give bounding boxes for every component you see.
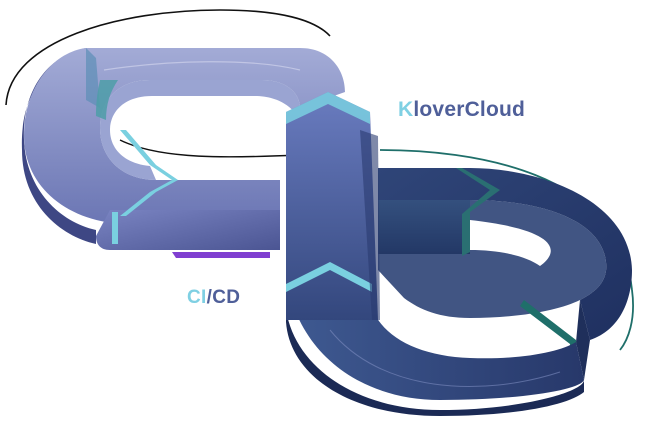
center-column (286, 92, 378, 320)
left-loop-inner (100, 80, 300, 180)
left-lower-accent (112, 212, 118, 244)
brand-label-prefix: K (398, 98, 414, 121)
right-loop-top (378, 168, 632, 340)
left-highlight (103, 61, 301, 71)
center-shadow (360, 130, 380, 320)
purple-shadow (172, 252, 270, 258)
left-chevron (120, 130, 178, 216)
inner-arc-left (119, 139, 301, 158)
cicd-label-rest: /CD (206, 287, 241, 308)
cicd-label: CI/CD (187, 287, 240, 309)
right-chevron (456, 168, 500, 256)
left-loop-lower-wall (96, 210, 280, 250)
brand-label-rest: loverCloud (413, 98, 526, 121)
left-loop-side (21, 48, 96, 244)
right-arm-wall (378, 200, 470, 254)
cicd-label-prefix: CI (187, 287, 207, 308)
right-loop-surface (378, 200, 607, 318)
left-chevron-top (86, 48, 100, 108)
center-mid-chevron (286, 262, 372, 292)
outer-arc-left (5, 9, 331, 106)
right-loop-side (576, 300, 590, 380)
center-top-chevron (286, 92, 370, 124)
bottom-highlight (329, 329, 561, 388)
brand-label: KloverCloud (398, 98, 525, 122)
left-inner-teal (96, 80, 118, 120)
